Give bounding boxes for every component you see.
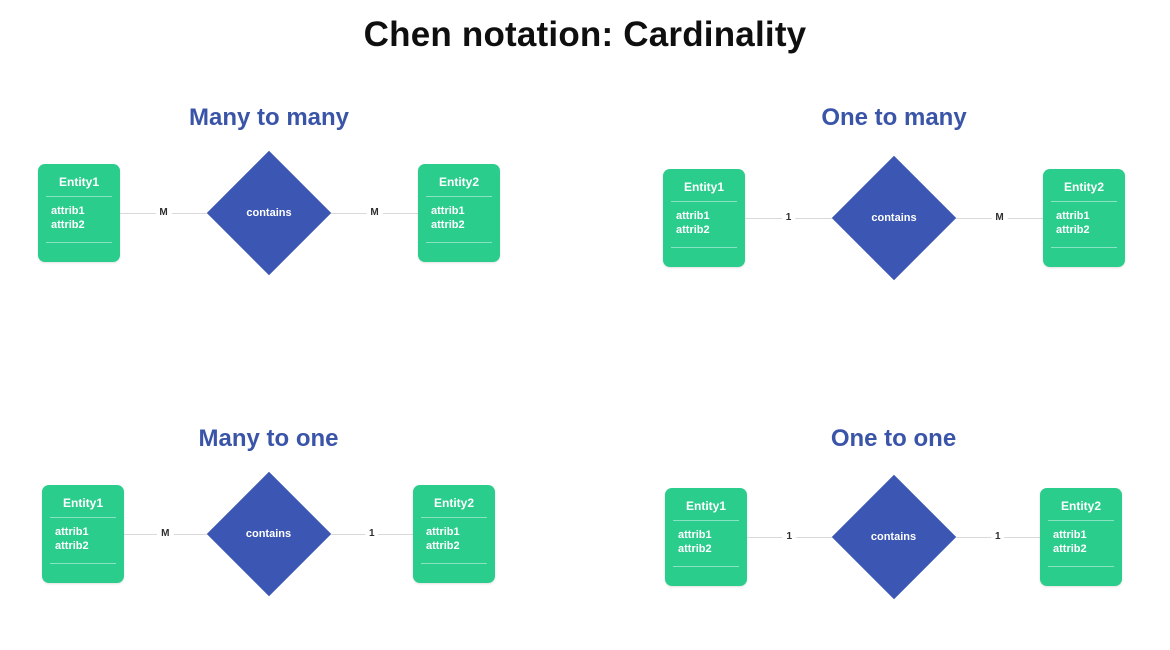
divider bbox=[426, 242, 492, 243]
attribute-list: attrib1 attrib2 bbox=[42, 525, 124, 553]
entity-name: Entity1 bbox=[62, 496, 103, 510]
attribute: attrib2 bbox=[1056, 224, 1090, 236]
divider bbox=[1048, 566, 1114, 567]
cardinality-label-left: M bbox=[155, 207, 172, 219]
attribute: attrib1 bbox=[55, 526, 89, 538]
entity1-box: Entity1 attrib1 attrib2 bbox=[665, 488, 747, 586]
divider bbox=[46, 242, 112, 243]
cardinality-label-left: 1 bbox=[782, 531, 797, 543]
attribute-list: attrib1 attrib2 bbox=[665, 528, 747, 556]
attribute: attrib2 bbox=[51, 219, 85, 231]
entity2-box: Entity2 attrib1 attrib2 bbox=[1040, 488, 1122, 586]
divider bbox=[421, 517, 487, 518]
divider bbox=[671, 201, 737, 202]
section-title: One to many bbox=[821, 104, 967, 131]
divider bbox=[421, 563, 487, 564]
relationship-label: contains bbox=[870, 531, 917, 543]
divider bbox=[50, 563, 116, 564]
entity-name: Entity2 bbox=[1063, 180, 1104, 194]
entity-name: Entity1 bbox=[683, 180, 724, 194]
er-diagram: Entity1 attrib1 attrib2 M contains 1 Ent… bbox=[42, 471, 495, 597]
attribute-list: attrib1 attrib2 bbox=[38, 204, 120, 232]
section-title: Many to one bbox=[198, 425, 339, 452]
entity-name: Entity2 bbox=[438, 175, 479, 189]
relationship-line-right: 1 bbox=[330, 528, 413, 540]
relationship-line-left: 1 bbox=[745, 212, 832, 224]
attribute: attrib1 bbox=[676, 210, 710, 222]
relationship-diamond: contains bbox=[831, 474, 956, 600]
divider bbox=[671, 247, 737, 248]
entity2-box: Entity2 attrib1 attrib2 bbox=[1043, 169, 1125, 267]
attribute-list: attrib1 attrib2 bbox=[1043, 209, 1125, 237]
attribute: attrib1 bbox=[431, 205, 465, 217]
er-diagram: Entity1 attrib1 attrib2 1 contains M Ent… bbox=[663, 155, 1125, 281]
attribute-list: attrib1 attrib2 bbox=[418, 204, 500, 232]
entity1-box: Entity1 attrib1 attrib2 bbox=[38, 164, 120, 262]
relationship-label: contains bbox=[871, 212, 917, 224]
section-title: One to one bbox=[830, 425, 957, 452]
attribute: attrib2 bbox=[678, 543, 712, 555]
entity-name: Entity1 bbox=[685, 499, 726, 513]
attribute: attrib2 bbox=[676, 224, 710, 236]
relationship-diamond: contains bbox=[206, 150, 332, 276]
entity2-box: Entity2 attrib1 attrib2 bbox=[413, 485, 495, 583]
section-title: Many to many bbox=[188, 104, 350, 131]
relationship-diamond: contains bbox=[831, 155, 957, 281]
entity2-box: Entity2 attrib1 attrib2 bbox=[418, 164, 500, 262]
attribute: attrib2 bbox=[1053, 543, 1087, 555]
cardinality-label-right: 1 bbox=[364, 528, 379, 540]
relationship-line-right: M bbox=[331, 207, 418, 219]
attribute: attrib2 bbox=[431, 219, 465, 231]
divider bbox=[1051, 247, 1117, 248]
divider bbox=[50, 517, 116, 518]
attribute: attrib1 bbox=[1056, 210, 1090, 222]
cardinality-label-right: M bbox=[991, 212, 1008, 224]
entity-name: Entity2 bbox=[433, 496, 474, 510]
attribute-list: attrib1 attrib2 bbox=[413, 525, 495, 553]
divider bbox=[673, 566, 739, 567]
cardinality-label-right: 1 bbox=[990, 531, 1005, 543]
attribute-list: attrib1 attrib2 bbox=[1040, 528, 1122, 556]
relationship-diamond: contains bbox=[206, 471, 331, 597]
attribute: attrib1 bbox=[1053, 529, 1087, 541]
section-one-to-one: One to one Entity1 attrib1 attrib2 1 con… bbox=[665, 423, 1122, 600]
relationship-line-left: M bbox=[124, 528, 207, 540]
divider bbox=[426, 196, 492, 197]
entity1-box: Entity1 attrib1 attrib2 bbox=[663, 169, 745, 267]
er-diagram: Entity1 attrib1 attrib2 1 contains 1 Ent… bbox=[665, 474, 1122, 600]
cardinality-label-left: 1 bbox=[781, 212, 796, 224]
relationship-line-right: 1 bbox=[955, 531, 1040, 543]
relationship-line-left: 1 bbox=[747, 531, 832, 543]
er-diagram: Entity1 attrib1 attrib2 M contains M Ent… bbox=[38, 150, 500, 276]
attribute: attrib1 bbox=[426, 526, 460, 538]
cardinality-label-right: M bbox=[366, 207, 383, 219]
divider bbox=[1051, 201, 1117, 202]
relationship-label: contains bbox=[245, 528, 292, 540]
attribute: attrib1 bbox=[678, 529, 712, 541]
divider bbox=[46, 196, 112, 197]
entity-name: Entity1 bbox=[58, 175, 99, 189]
relationship-line-right: M bbox=[956, 212, 1043, 224]
entity-name: Entity2 bbox=[1060, 499, 1101, 513]
cardinality-label-left: M bbox=[157, 528, 174, 540]
section-many-to-many: Many to many Entity1 attrib1 attrib2 M c… bbox=[38, 102, 500, 276]
attribute: attrib2 bbox=[55, 540, 89, 552]
relationship-label: contains bbox=[246, 207, 292, 219]
attribute: attrib1 bbox=[51, 205, 85, 217]
section-one-to-many: One to many Entity1 attrib1 attrib2 1 co… bbox=[663, 102, 1125, 281]
relationship-line-left: M bbox=[120, 207, 207, 219]
entity1-box: Entity1 attrib1 attrib2 bbox=[42, 485, 124, 583]
attribute-list: attrib1 attrib2 bbox=[663, 209, 745, 237]
page-title: Chen notation: Cardinality bbox=[363, 15, 807, 54]
divider bbox=[1048, 520, 1114, 521]
divider bbox=[673, 520, 739, 521]
attribute: attrib2 bbox=[426, 540, 460, 552]
section-many-to-one: Many to one Entity1 attrib1 attrib2 M co… bbox=[42, 423, 495, 597]
